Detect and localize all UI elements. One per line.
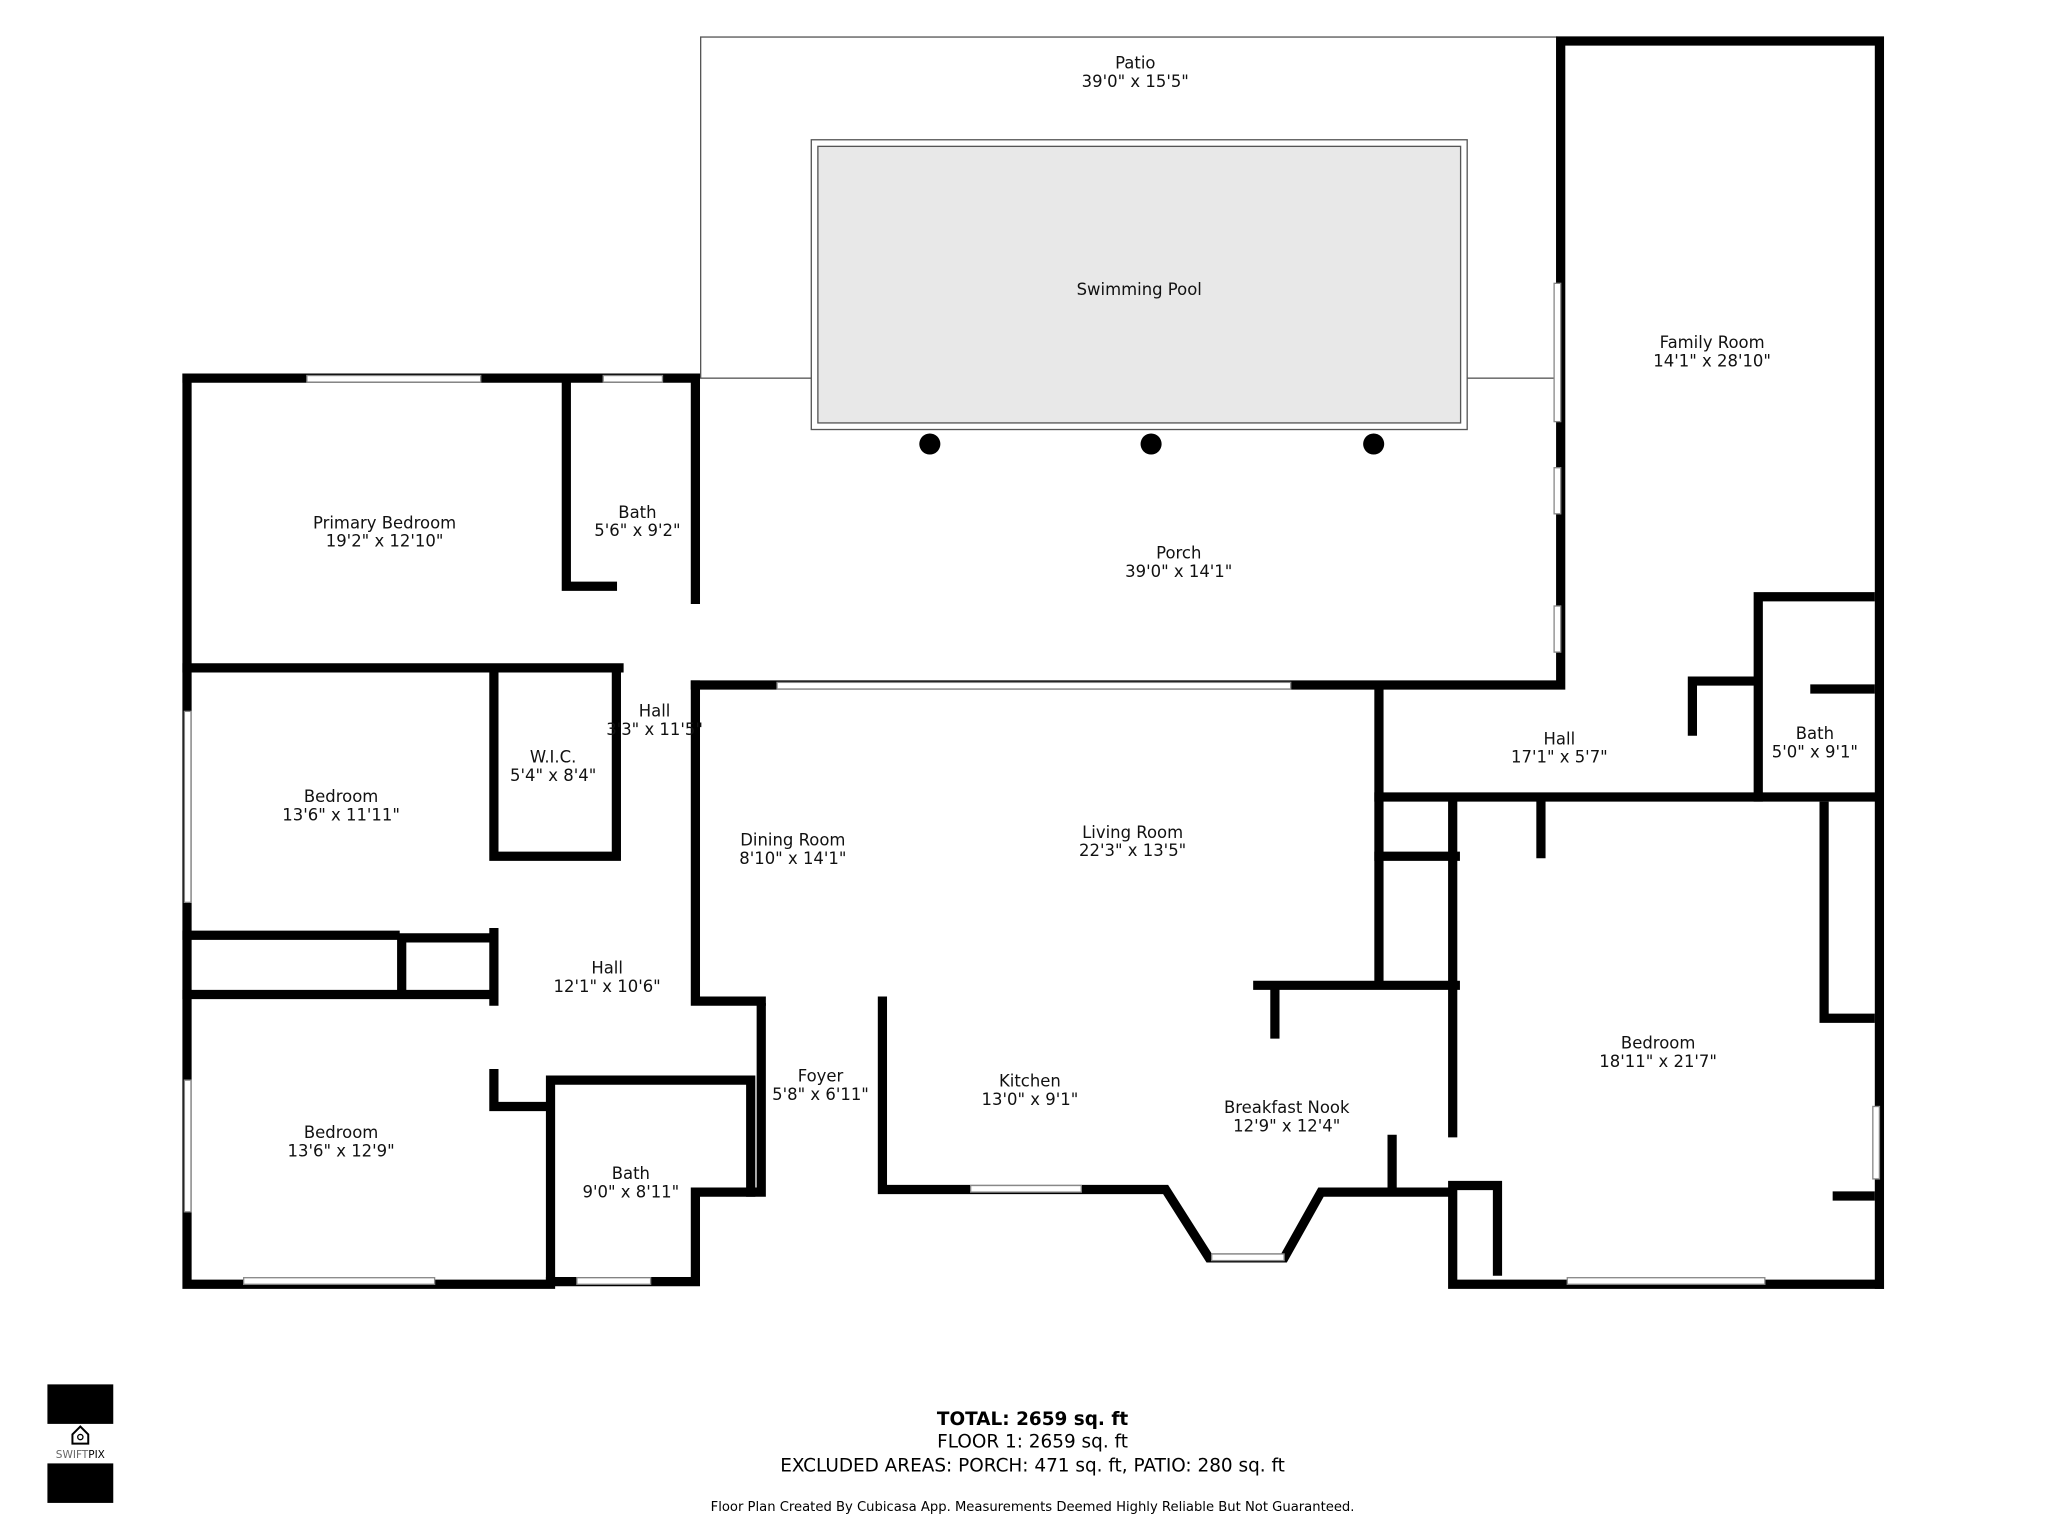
porch-column [1363, 433, 1385, 455]
room-dims: 3'3" x 11'5" [606, 720, 703, 739]
room-dims: 13'6" x 11'11" [282, 806, 400, 825]
room-dims: 5'0" x 9'1" [1772, 742, 1858, 761]
room-name: Patio [1115, 54, 1155, 73]
room-name: Primary Bedroom [313, 513, 456, 532]
room-name: Foyer [798, 1066, 844, 1085]
swiftpix-logo: SWIFTPIX [47, 1384, 114, 1503]
windows [183, 282, 1881, 1285]
room-dims: 13'6" x 12'9" [288, 1142, 395, 1161]
room-name: Bedroom [304, 787, 378, 806]
room-name: Bedroom [1621, 1034, 1695, 1053]
room-dims: 12'1" x 10'6" [554, 977, 661, 996]
room-name: Hall [1544, 729, 1576, 748]
excluded-areas: EXCLUDED AREAS: PORCH: 471 sq. ft, PATIO… [780, 1455, 1285, 1476]
room-dims: 8'10" x 14'1" [739, 849, 846, 868]
svg-text:W.I.C.5'4" x 8'4": W.I.C.5'4" x 8'4" [510, 748, 596, 785]
porch-column [919, 433, 941, 455]
room-name: Hall [639, 702, 671, 721]
room-dims: 18'11" x 21'7" [1599, 1052, 1717, 1071]
room-dims: 39'0" x 14'1" [1125, 562, 1232, 581]
room-name: Family Room [1660, 333, 1765, 352]
room-name: W.I.C. [530, 748, 576, 767]
svg-text:Swimming Pool: Swimming Pool [1077, 280, 1202, 299]
room-dims: 5'8" x 6'11" [772, 1085, 869, 1104]
room-dims: 39'0" x 15'5" [1082, 72, 1189, 91]
room-dims: 5'4" x 8'4" [510, 766, 596, 785]
room-name: Dining Room [740, 831, 845, 850]
room-dims: 13'0" x 9'1" [982, 1090, 1079, 1109]
room-dims: 9'0" x 8'11" [583, 1182, 680, 1201]
room-name: Kitchen [999, 1072, 1061, 1091]
room-dims: 12'9" x 12'4" [1233, 1117, 1340, 1136]
room-dims: 19'2" x 12'10" [326, 532, 444, 551]
porch-column [1140, 433, 1162, 455]
room-dims: 22'3" x 13'5" [1079, 841, 1186, 860]
room-name: Bedroom [304, 1123, 378, 1142]
room-name: Porch [1156, 544, 1201, 563]
room-name: Hall [591, 958, 623, 977]
house-camera-icon [71, 1425, 90, 1445]
room-name: Breakfast Nook [1224, 1098, 1350, 1117]
svg-text:SWIFTPIX: SWIFTPIX [56, 1449, 105, 1461]
room-name: Bath [612, 1164, 650, 1183]
room-dims: 17'1" x 5'7" [1511, 748, 1608, 767]
floor-area: FLOOR 1: 2659 sq. ft [937, 1432, 1128, 1453]
total-area: TOTAL: 2659 sq. ft [937, 1409, 1128, 1430]
swimming-pool [817, 145, 1462, 424]
room-dims: 14'1" x 28'10" [1653, 351, 1771, 370]
room-dims: 5'6" x 9'2" [594, 521, 680, 540]
disclaimer: Floor Plan Created By Cubicasa App. Meas… [711, 1500, 1355, 1515]
room-name: Living Room [1082, 823, 1183, 842]
room-name: Swimming Pool [1077, 280, 1202, 299]
room-name: Bath [1796, 724, 1834, 743]
room-name: Bath [618, 503, 656, 522]
